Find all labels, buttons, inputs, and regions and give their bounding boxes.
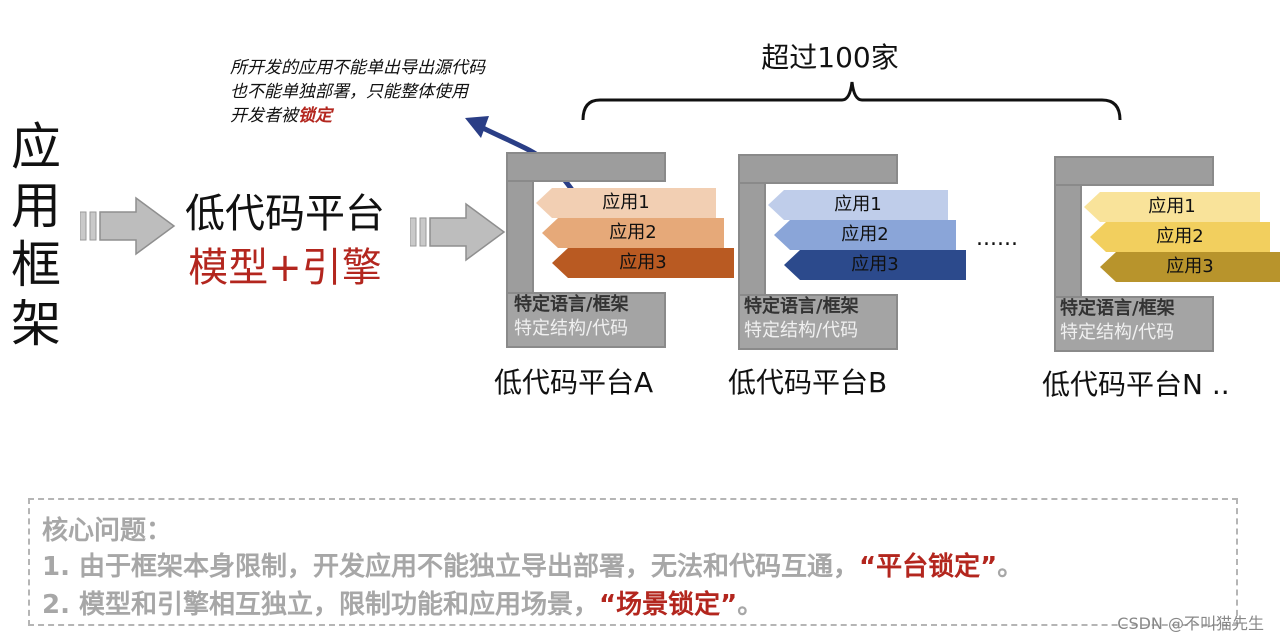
specific-language: 特定语言/框架 (1060, 298, 1175, 319)
flow-arrow-icon (410, 202, 506, 262)
specific-structure: 特定结构/代码 (744, 320, 859, 341)
frame-top (1054, 156, 1214, 186)
note-line: 开发者被锁定 (230, 104, 570, 128)
brace-icon (581, 81, 1122, 121)
model-engine-subtitle: 模型+引擎 (188, 245, 382, 291)
low-code-platform-title: 低代码平台 (185, 191, 385, 237)
vertical-title-char: 框 (11, 236, 61, 294)
note-locked-word: 锁定 (298, 106, 332, 126)
frame-side (506, 180, 534, 296)
core-issue-2: 2. 模型和引擎相互独立，限制功能和应用场景，“场景锁定”。 (42, 584, 763, 621)
lock-note: 所开发的应用不能单出导出源代码 也不能单独部署，只能整体使用 开发者被锁定 (230, 56, 570, 128)
brace-label: 超过100家 (761, 41, 899, 74)
vertical-title-char: 应 (11, 118, 61, 176)
platform-n-block: 特定语言/框架 特定结构/代码 应用1 应用2 应用3 (1054, 156, 1280, 352)
core-heading: 核心问题： (42, 516, 173, 546)
ellipsis: ...... (976, 226, 1018, 251)
app-1: 应用1 (768, 190, 948, 220)
platform-lock-emphasis: “平台锁定” (859, 552, 998, 582)
note-line-prefix: 开发者被 (230, 106, 298, 126)
app-2: 应用2 (1090, 222, 1270, 252)
vertical-title-char: 架 (11, 295, 61, 353)
core-issue-1-text: 1. 由于框架本身限制，开发应用不能独立导出部署，无法和代码互通， (42, 552, 860, 582)
vertical-title: 应 用 框 架 (8, 118, 64, 354)
app-3: 应用3 (552, 248, 734, 278)
note-line: 也不能单独部署，只能整体使用 (230, 82, 468, 102)
core-issue-2-text: 2. 模型和引擎相互独立，限制功能和应用场景， (42, 590, 600, 620)
app-1: 应用1 (1084, 192, 1260, 222)
frame-bottom (738, 294, 898, 350)
core-issue-2-end: 。 (737, 590, 764, 620)
specific-language: 特定语言/框架 (744, 296, 859, 317)
watermark: CSDN @不叫猫先生 (1117, 614, 1264, 633)
frame-top (506, 152, 666, 182)
frame-side (738, 182, 766, 298)
app-2: 应用2 (542, 218, 724, 248)
hand-drawn-arrow-icon (465, 116, 586, 209)
core-issue-1: 1. 由于框架本身限制，开发应用不能独立导出部署，无法和代码互通，“平台锁定”。 (42, 546, 1023, 583)
specific-language: 特定语言/框架 (514, 294, 629, 315)
app-2: 应用2 (774, 220, 956, 250)
frame-top (738, 154, 898, 184)
app-3: 应用3 (1100, 252, 1280, 282)
frame-bottom (1054, 296, 1214, 352)
platform-b-label: 低代码平台B (728, 366, 888, 399)
specific-structure: 特定结构/代码 (514, 318, 629, 339)
core-issue-1-end: 。 (997, 552, 1024, 582)
specific-structure: 特定结构/代码 (1060, 322, 1175, 343)
app-1: 应用1 (536, 188, 716, 218)
scenario-lock-emphasis: “场景锁定” (599, 590, 738, 620)
frame-side (1054, 184, 1082, 300)
frame-bottom (506, 292, 666, 348)
flow-arrow-icon (80, 196, 176, 256)
vertical-title-char: 用 (11, 177, 61, 235)
platform-n-label: 低代码平台N .. (1042, 368, 1230, 401)
note-line: 所开发的应用不能单出导出源代码 (230, 58, 485, 78)
platform-a-block: 特定语言/框架 特定结构/代码 应用1 应用2 应用3 (506, 152, 736, 348)
core-issues-box (28, 498, 1238, 626)
platform-b-block: 特定语言/框架 特定结构/代码 应用1 应用2 应用3 (738, 154, 968, 350)
platform-a-label: 低代码平台A (494, 366, 654, 399)
app-3: 应用3 (784, 250, 966, 280)
